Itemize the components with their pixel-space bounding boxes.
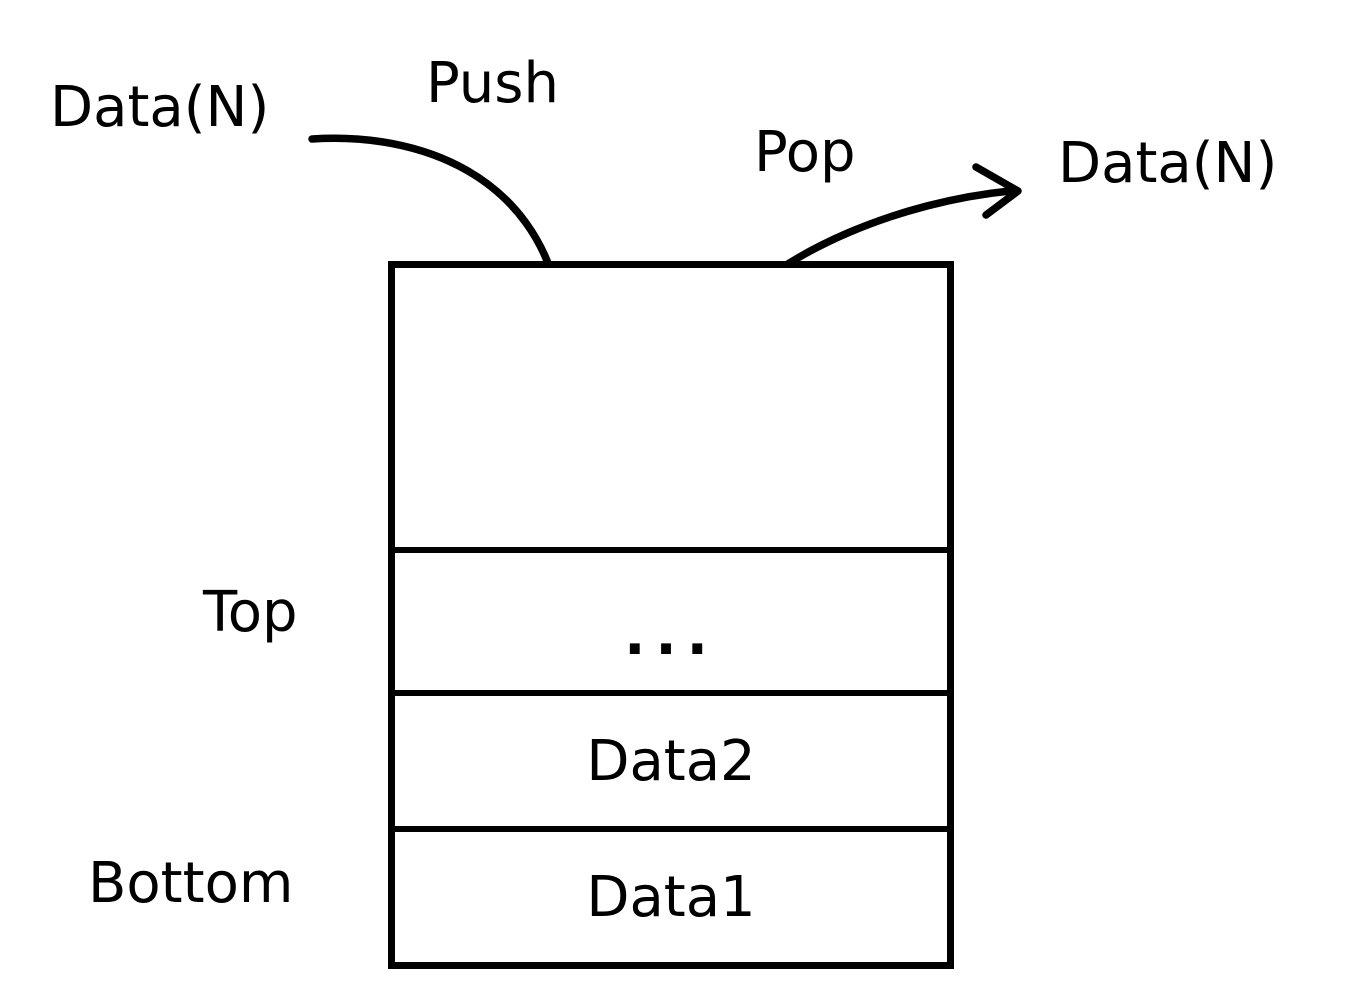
bottom-label: Bottom xyxy=(88,851,294,916)
stack-cell-data1: Data1 xyxy=(395,826,947,962)
stack-cell-empty xyxy=(395,268,947,547)
push-label: Push xyxy=(426,51,559,116)
data-in-label: Data(N) xyxy=(50,75,270,140)
pop-label: Pop xyxy=(754,120,856,185)
top-label: Top xyxy=(203,580,298,645)
data-out-label: Data(N) xyxy=(1058,131,1278,196)
stack-box: ... Data2 Data1 xyxy=(388,261,954,969)
stack-cell-ellipsis: ... xyxy=(395,547,947,690)
stack-cell-data2: Data2 xyxy=(395,690,947,826)
